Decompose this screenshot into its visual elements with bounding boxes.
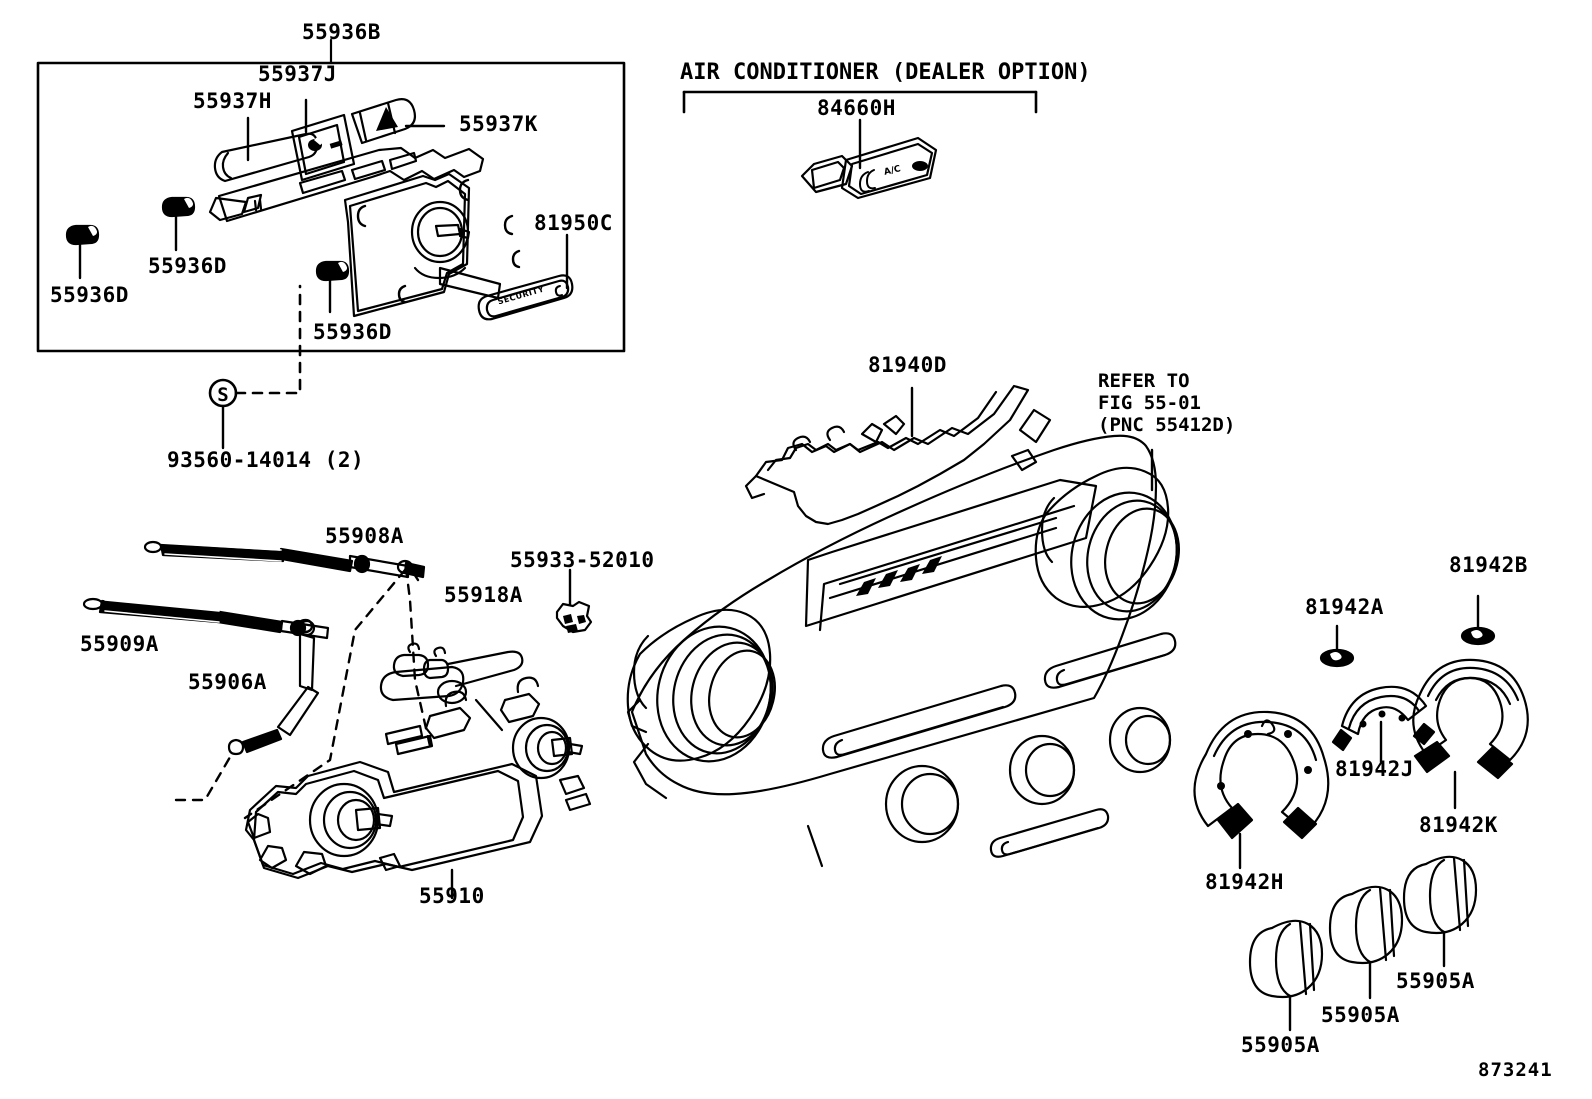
label-81950C: 81950C (534, 211, 613, 235)
label-55918A: 55918A (444, 583, 523, 607)
label-55909A: 55909A (80, 632, 159, 656)
svg-text:S: S (217, 384, 228, 406)
label-55905A-1: 55905A (1241, 1033, 1320, 1057)
label-55937J: 55937J (258, 62, 337, 86)
label-55936D-1: 55936D (50, 283, 129, 307)
label-81942A: 81942A (1305, 595, 1384, 619)
label-81942H: 81942H (1205, 870, 1284, 894)
figure-number: 873241 (1478, 1059, 1553, 1081)
label-55936D-3: 55936D (313, 320, 392, 344)
label-55906A: 55906A (188, 670, 267, 694)
label-81940D: 81940D (868, 353, 947, 377)
label-55937K: 55937K (459, 112, 538, 136)
label-55936D-2: 55936D (148, 254, 227, 278)
label-55908A: 55908A (325, 524, 404, 548)
label-81942K: 81942K (1419, 813, 1498, 837)
label-81942J: 81942J (1335, 757, 1414, 781)
section-header-air-conditioner: AIR CONDITIONER (DEALER OPTION) (680, 60, 1091, 85)
label-55905A-3: 55905A (1396, 969, 1475, 993)
label-55936B: 55936B (302, 20, 381, 44)
label-81942B: 81942B (1449, 553, 1528, 577)
label-55910: 55910 (419, 884, 485, 908)
refer-to-note: REFER TO FIG 55-01 (PNC 55412D) (1098, 370, 1236, 437)
label-55933-52010: 55933-52010 (510, 548, 655, 572)
label-55937H: 55937H (193, 89, 272, 113)
label-55905A-2: 55905A (1321, 1003, 1400, 1027)
label-93560-14014: 93560-14014 (2) (167, 448, 365, 472)
label-84660H: 84660H (817, 96, 896, 120)
